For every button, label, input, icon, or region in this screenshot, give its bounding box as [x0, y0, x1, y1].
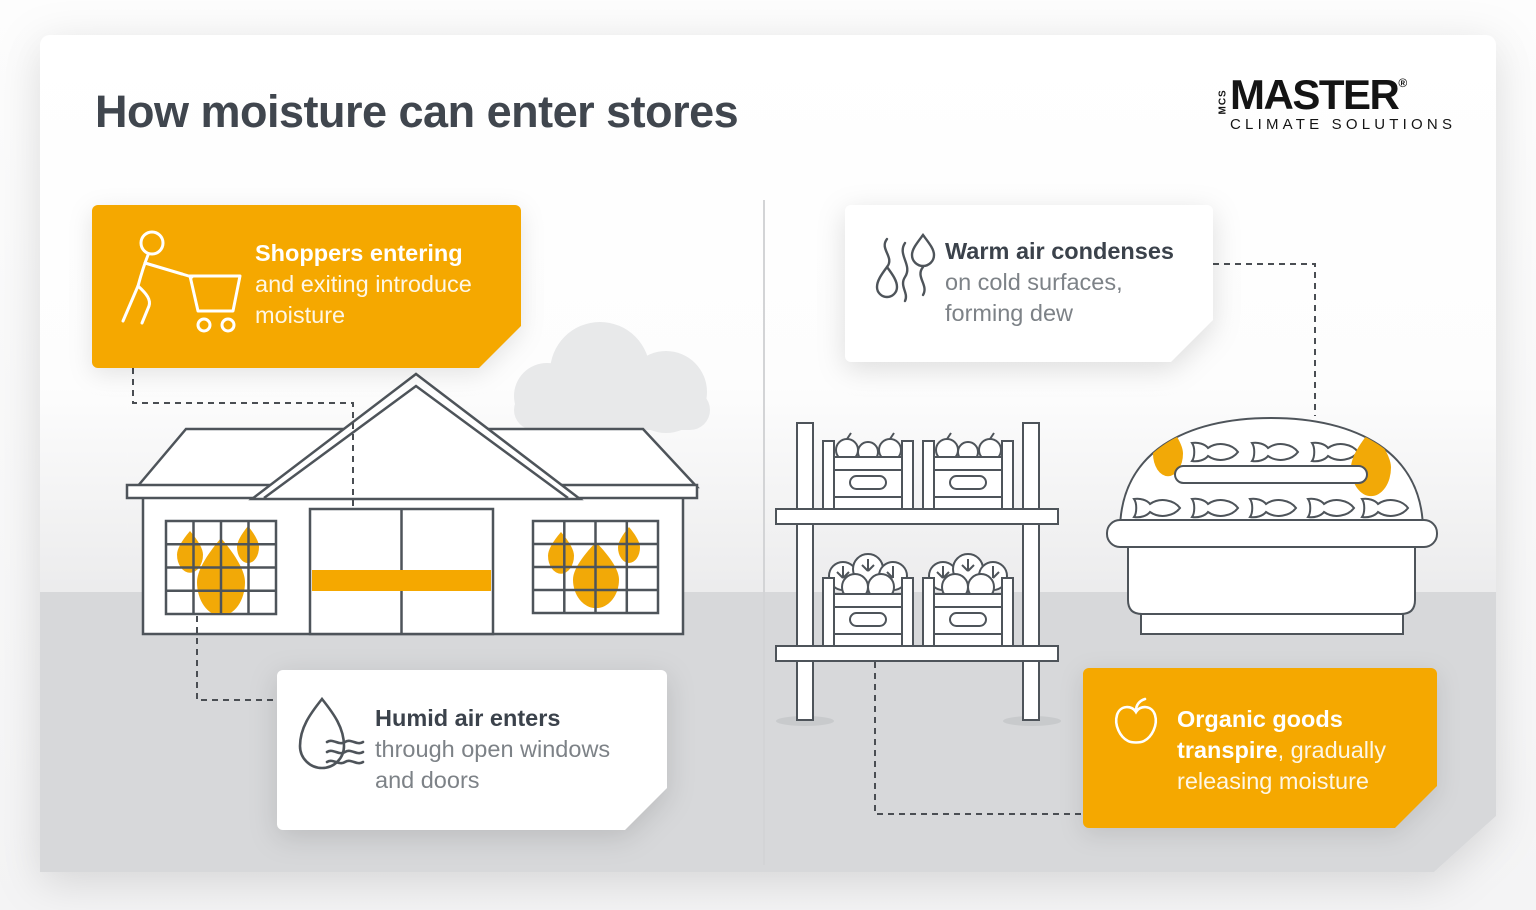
logo-tagline: CLIMATE SOLUTIONS: [1230, 116, 1457, 133]
humid-drop-icon: [295, 696, 379, 788]
page-title: How moisture can enter stores: [95, 86, 739, 137]
apple-icon: [1109, 696, 1163, 750]
callout-heading: Humid air enters: [375, 705, 561, 731]
callout-body: and exiting introduce moisture: [255, 271, 472, 328]
brand-logo: MCS MASTER ® CLIMATE SOLUTIONS: [1216, 71, 1457, 134]
logo-mcs-vertical: MCS: [1217, 89, 1229, 115]
section-divider: [763, 200, 765, 865]
callout-body: on cold surfaces, forming dew: [945, 269, 1123, 326]
callout-body: through open windows and doors: [375, 736, 611, 793]
logo-brand-name: MASTER: [1230, 71, 1400, 118]
callout-organic-goods: Organic goods transpire, gradually relea…: [1083, 668, 1437, 828]
callout-heading: Organic goods transpire: [1177, 706, 1343, 763]
callout-heading: Shoppers entering: [255, 240, 463, 266]
steam-drops-icon: [863, 229, 945, 317]
shopper-cart-icon: [110, 223, 246, 351]
callout-humid-air: Humid air enters through open windows an…: [277, 670, 667, 830]
callout-shoppers: Shoppers entering and exiting introduce …: [92, 205, 521, 368]
callout-body: , gradually releasing moisture: [1177, 737, 1387, 794]
registered-mark: ®: [1398, 76, 1408, 90]
callout-condensation: Warm air condenses on cold surfaces, for…: [845, 205, 1213, 362]
callout-heading: Warm air condenses: [945, 238, 1174, 264]
